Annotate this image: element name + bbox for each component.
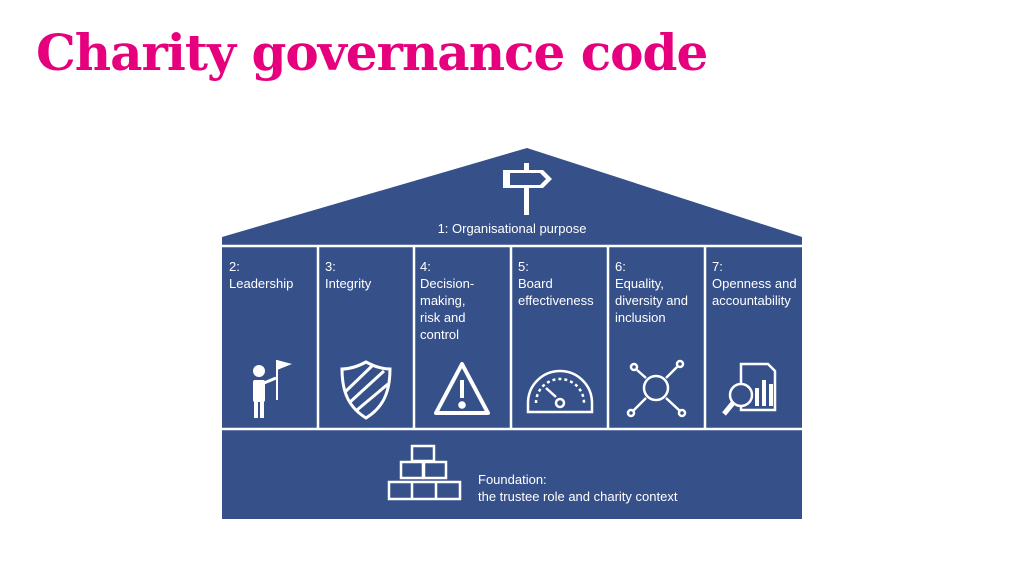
- report-magnifier-icon: [722, 362, 777, 416]
- foundation-title: Foundation:: [478, 472, 547, 487]
- pillar-label: inclusion: [615, 310, 666, 325]
- pillar-leadership: 2: Leadership: [229, 258, 317, 292]
- pillar-number: 7:: [712, 259, 723, 274]
- pillar-number: 2:: [229, 259, 240, 274]
- pillar-decision-making: 4: Decision-making, risk and control: [420, 258, 508, 343]
- shield-icon: [340, 360, 392, 420]
- roof: [222, 148, 802, 237]
- diversity-arrows-icon: [626, 359, 687, 418]
- gauge-icon: [526, 369, 594, 414]
- pillar-number: 4:: [420, 259, 431, 274]
- page-title: Charity governance code: [36, 23, 708, 82]
- roof-label: 1: Organisational purpose: [437, 221, 587, 236]
- pillar-number: 6:: [615, 259, 626, 274]
- warning-triangle-icon: [434, 362, 490, 415]
- signpost-icon: [503, 163, 552, 215]
- pillar-integrity: 3: Integrity: [325, 258, 413, 292]
- pillar-number: 3:: [325, 259, 336, 274]
- pillar-label: Openness and: [712, 276, 797, 291]
- pillar-label: effectiveness: [518, 293, 594, 308]
- pillar-equality: 6: Equality, diversity and inclusion: [615, 258, 703, 326]
- pillar-openness: 7: Openness and accountability: [712, 258, 800, 309]
- pillar-label: risk and control: [420, 310, 466, 342]
- pillar-label: diversity and: [615, 293, 688, 308]
- pillar-label: Leadership: [229, 276, 294, 291]
- pillar-label: accountability: [712, 293, 791, 308]
- pillar-number: 5:: [518, 259, 529, 274]
- pillar-label: Board: [518, 276, 553, 291]
- leader-with-flag-icon: [253, 360, 292, 418]
- building-blocks-icon: [387, 444, 462, 501]
- pillar-board-effectiveness: 5: Board effectiveness: [518, 258, 606, 309]
- pillar-label: Decision-making,: [420, 276, 475, 308]
- pillar-label: Integrity: [325, 276, 372, 291]
- foundation-label: Foundation: the trustee role and charity…: [478, 471, 677, 505]
- pillar-label: Equality,: [615, 276, 664, 291]
- foundation-subtitle: the trustee role and charity context: [478, 489, 678, 504]
